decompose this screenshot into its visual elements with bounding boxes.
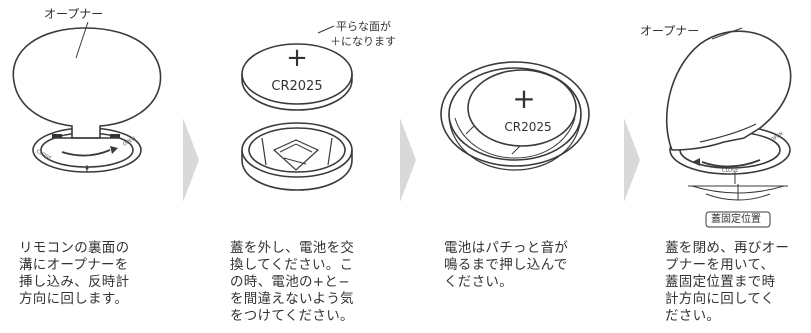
step2-flat-side-label: 平らな面が <box>336 20 391 33</box>
step-arrow-2 <box>400 118 416 202</box>
step2-battery-model: CR2025 <box>271 79 322 94</box>
step-arrow-3 <box>624 118 640 202</box>
step2-caption: 蓋を外し、電池を交 換してください。こ の時、電池の+と− を間違えないよう気 … <box>230 240 355 324</box>
step4-figure <box>666 27 792 228</box>
step1-figure <box>12 21 162 173</box>
step3-caption: 電池はパチっと音が 鳴るまで押し込んで ください。 <box>444 240 569 290</box>
step2-figure <box>241 25 353 191</box>
step3-figure <box>440 61 590 171</box>
step4-lock-position-label: 蓋固定位置 <box>711 214 761 225</box>
step3-battery-model: CR2025 <box>504 120 551 134</box>
step1-opener-label: オープナー <box>44 7 104 21</box>
step2-battery-sign: + <box>286 43 308 73</box>
step1-caption: リモコンの裏面の 溝にオープナーを 挿し込み、反時計 方向に回します。 <box>19 240 130 307</box>
step4-caption: 蓋を閉め、再びオー プナーを用いて、 蓋固定位置まで時 計方向に回してく ださい… <box>665 240 790 324</box>
step3-battery-sign: + <box>512 82 535 115</box>
step-arrow-1 <box>183 118 199 202</box>
step4-dial-close: CLOSE <box>722 168 738 174</box>
step2-plus-label: ＋になります <box>330 35 396 48</box>
step4-opener-label: オープナー <box>640 24 700 38</box>
